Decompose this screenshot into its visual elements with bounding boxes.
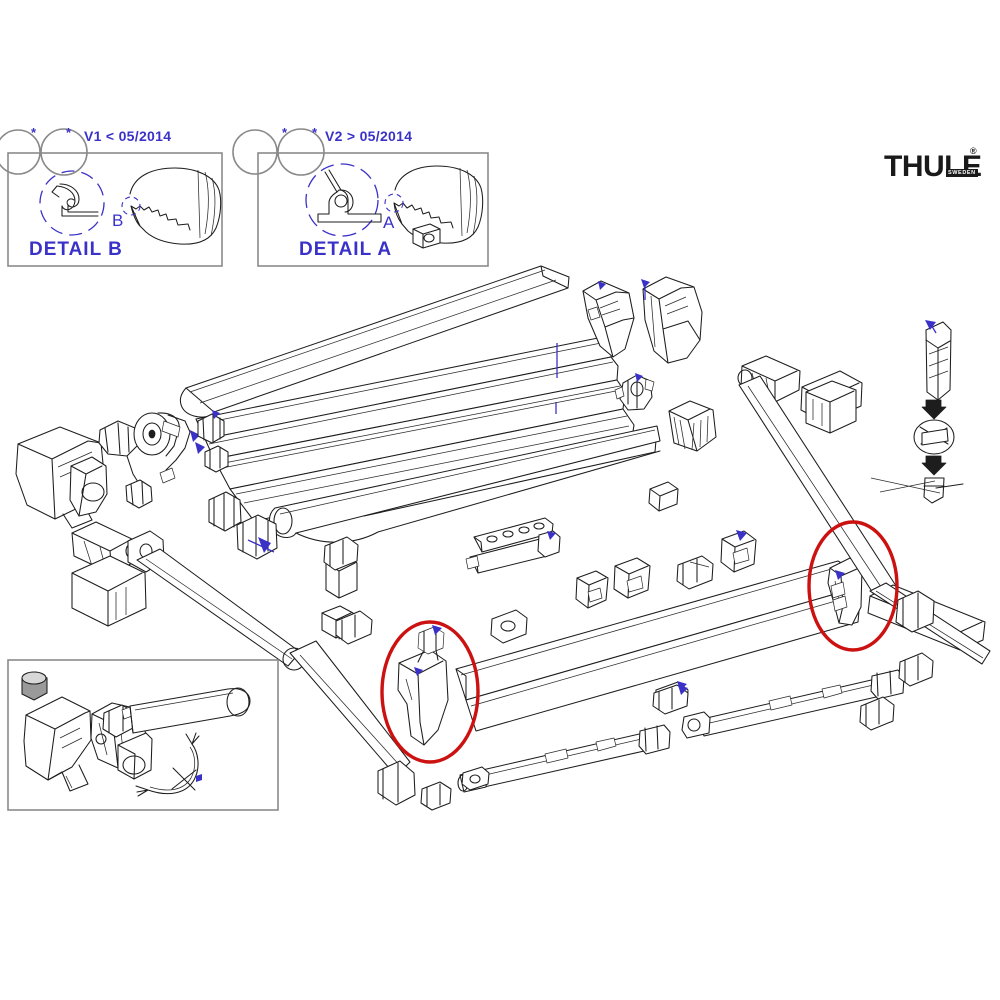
- part-lead-rail: [455, 560, 861, 732]
- detail-a-frame: [257, 152, 489, 267]
- part-small-bracket-3: [335, 610, 373, 645]
- part-right-end-cap-bracket: [827, 557, 863, 626]
- detail-b-circle-2: [40, 128, 88, 176]
- detail-a-version-label: V2 > 05/2014: [325, 128, 413, 144]
- detail-b-circle-1: [0, 129, 41, 175]
- assembly-sequence-right: [870, 320, 964, 504]
- part-roller-end-plug: [208, 491, 278, 560]
- part-roller-cone-right: [805, 380, 857, 434]
- part-clip-right-2: [859, 696, 895, 731]
- detail-a-profile: [317, 169, 382, 223]
- detail-b-zoom-circle: [39, 170, 105, 236]
- part-awning-case-top: [179, 265, 570, 418]
- part-secondary-arm-right: [869, 582, 991, 665]
- part-end-cap-housing-b: [641, 276, 703, 364]
- detail-b-asterisk-1: *: [31, 125, 37, 140]
- detail-b-callout-letter: B: [112, 211, 123, 230]
- part-awning-case-body: [195, 336, 635, 545]
- part-fastener-bottom: [420, 766, 490, 811]
- part-clip-c: [676, 555, 714, 590]
- detail-a-zoom-circle: [305, 163, 379, 237]
- assembly-arrow-1: [921, 399, 947, 420]
- assembly-arrow-2: [921, 455, 947, 476]
- part-left-motor-cover: [71, 555, 147, 627]
- detail-a-asterisk-2: *: [312, 125, 318, 140]
- part-rafter-arm-a: [457, 724, 671, 793]
- part-perforated-rail: [473, 517, 554, 553]
- inset-motor-gearbox: [90, 702, 153, 780]
- thule-logo-text: THULE: [884, 150, 982, 183]
- motor-inset-box: [7, 659, 279, 811]
- part-support-arm-left: [71, 521, 416, 806]
- detail-a-circle-2: [277, 128, 325, 176]
- part-end-cap-housing-a: [582, 280, 635, 358]
- highlight-ellipse-left: [380, 620, 480, 764]
- detail-b-profile: [51, 183, 99, 217]
- thule-logo-trademark: ®: [970, 146, 977, 156]
- inset-plug-cap: [21, 671, 48, 701]
- alignment-marks: [190, 343, 558, 454]
- part-rail-with-clip: [465, 530, 561, 574]
- part-bearing-block: [197, 410, 229, 473]
- detail-b-frame: [7, 152, 223, 267]
- part-clip-b: [613, 557, 651, 599]
- detail-b-version-label: V1 < 05/2014: [84, 128, 172, 144]
- detail-b-casing-outline: [129, 167, 222, 245]
- detail-a-caption: DETAIL A: [299, 239, 393, 260]
- detail-b-asterisk-2: *: [66, 125, 72, 140]
- inset-roller-tube: [129, 687, 251, 734]
- part-clip-e: [490, 609, 528, 644]
- detail-a-callout-letter: A: [383, 213, 395, 232]
- part-rafter-center-clip: [652, 684, 689, 715]
- part-clip-d: [720, 530, 757, 573]
- detail-a-circle-1: [232, 129, 278, 175]
- detail-box-b: B: [0, 128, 223, 267]
- inset-wiring-harness: [135, 732, 202, 797]
- detail-a-block-part: [412, 223, 441, 249]
- inset-motor-cover: [23, 696, 92, 792]
- part-lock-mechanism: [614, 373, 655, 411]
- detail-a-asterisk-1: *: [282, 125, 288, 140]
- part-clip-f: [648, 481, 679, 512]
- part-clip-right-1: [898, 652, 934, 687]
- detail-box-a: A: [232, 128, 489, 267]
- motor-inset-frame: [7, 659, 279, 811]
- part-left-inner-cap: [69, 456, 108, 517]
- part-crank-gearbox: [98, 420, 153, 509]
- detail-b-caption: DETAIL B: [29, 239, 123, 260]
- detail-a-callout-ring: [384, 193, 404, 213]
- part-drive-wheel: [133, 412, 191, 484]
- detail-b-callout-ring: [121, 196, 141, 216]
- part-spring-drum: [668, 400, 717, 452]
- part-clip-a: [575, 570, 609, 609]
- part-clip-left-low: [323, 536, 359, 571]
- thule-logo-sub: SWEDEN: [946, 169, 978, 177]
- thule-logo: THULE ® SWEDEN: [884, 146, 982, 184]
- part-rafter-arm-b: [681, 669, 905, 739]
- highlight-ellipse-right: [807, 520, 899, 652]
- part-left-end-cap-bracket: [397, 625, 449, 746]
